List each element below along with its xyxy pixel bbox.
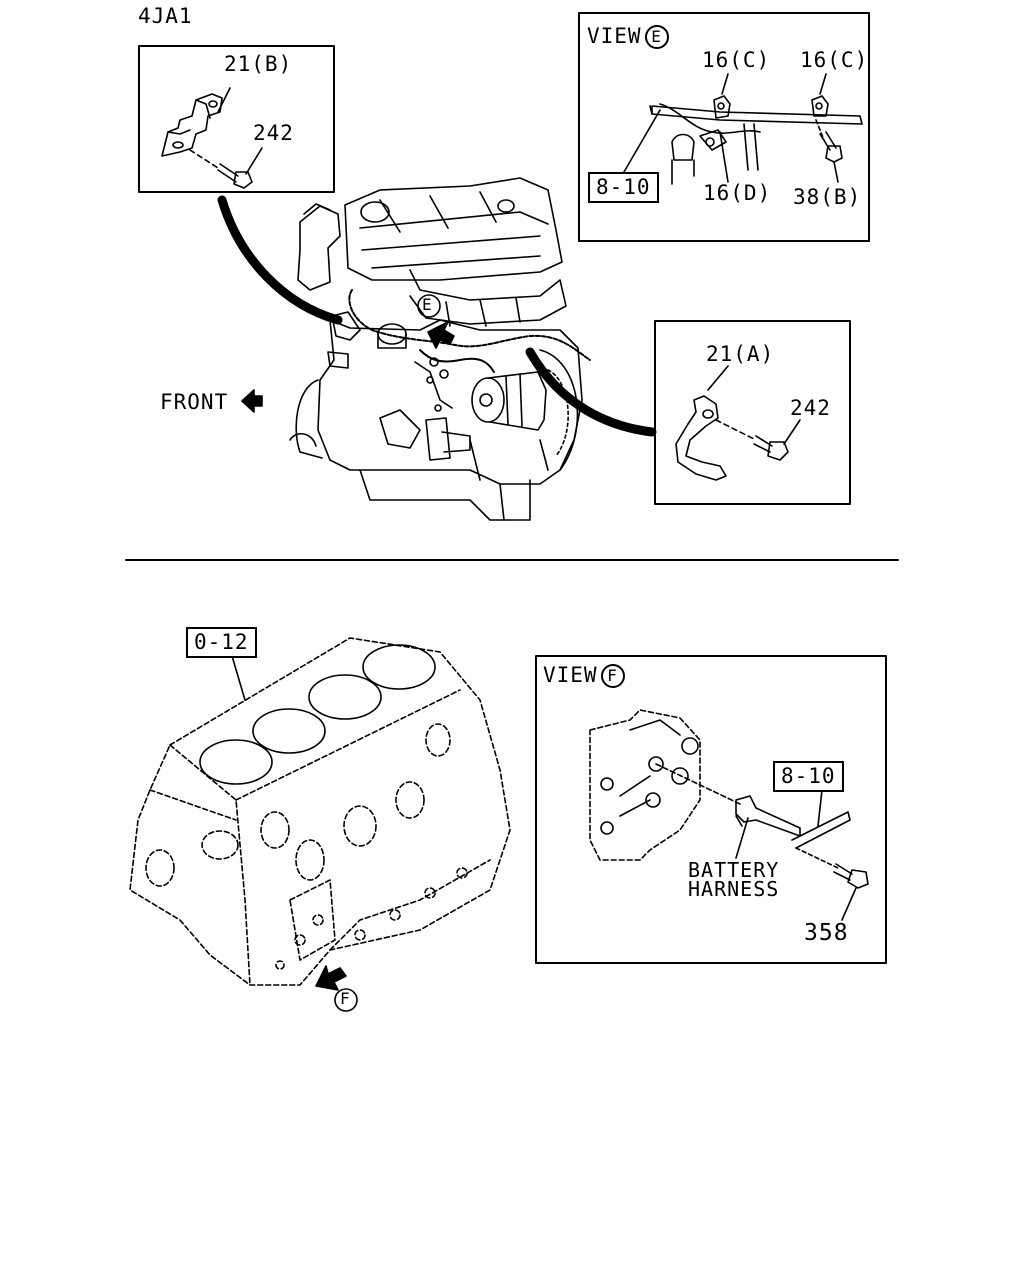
view-f-title-text: VIEW	[543, 663, 598, 687]
part-label-242-a: 242	[790, 396, 831, 420]
view-e-marker: E	[422, 295, 433, 314]
pointer-curve-a	[525, 347, 657, 437]
model-code: 4JA1	[138, 4, 193, 28]
part-label-21a: 21(A)	[706, 342, 775, 366]
view-e-box	[578, 12, 870, 242]
part-label-16c-left: 16(C)	[702, 48, 771, 72]
view-f-title-marker: F	[600, 664, 625, 688]
view-e-marker-circle	[417, 294, 441, 318]
view-f-arrow-icon	[315, 965, 347, 991]
part-label-242-b: 242	[253, 121, 294, 145]
pointer-curve-b	[217, 195, 343, 325]
cylinder-block	[129, 637, 511, 986]
bolt-242-a	[715, 419, 801, 461]
view-f-details	[589, 709, 869, 921]
inset-box-21a	[654, 320, 851, 505]
view-f-marker-circle	[334, 988, 358, 1012]
engine-assembly	[289, 177, 591, 521]
inset-box-21b	[138, 45, 335, 193]
ref-box-0-12[interactable]: 0-12	[186, 627, 257, 659]
front-label: FRONT	[160, 390, 229, 414]
part-label-21b: 21(B)	[224, 52, 293, 76]
view-f-marker: F	[340, 989, 351, 1008]
part-label-16d: 16(D)	[703, 181, 772, 205]
bolt-242-b	[189, 147, 263, 189]
battery-harness-line2: HARNESS	[688, 877, 780, 901]
cylinder-bores	[199, 644, 436, 785]
ref-box-8-10-view-e[interactable]: 8-10	[588, 172, 659, 204]
view-e-title-text: VIEW	[587, 24, 642, 48]
view-f-box	[535, 655, 887, 964]
view-e-title-marker: E	[644, 25, 669, 49]
part-label-358: 358	[804, 920, 849, 946]
front-arrow-icon	[241, 389, 263, 413]
ref-box-8-10-view-f[interactable]: 8-10	[773, 761, 844, 793]
battery-harness-line1: BATTERY	[688, 858, 780, 882]
bracket-21a	[675, 365, 729, 481]
leader-0-12	[231, 655, 246, 701]
part-label-16c-right: 16(C)	[800, 48, 869, 72]
view-e-details	[623, 73, 863, 185]
part-label-38b: 38(B)	[793, 185, 862, 209]
bracket-21b	[161, 87, 231, 157]
